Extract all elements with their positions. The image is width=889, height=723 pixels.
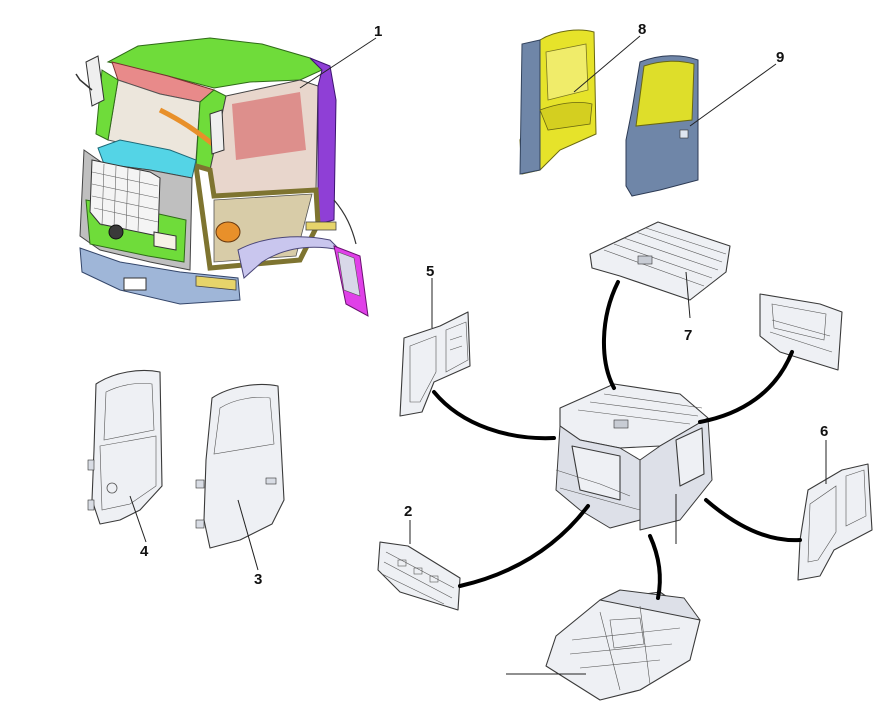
- callout-7: 7: [684, 327, 692, 344]
- callout-9: 9: [776, 49, 784, 66]
- side-mirror-left: [85, 55, 105, 107]
- brand-emblem-icon: [108, 224, 124, 240]
- front-bumper: [79, 247, 241, 305]
- side-mirror-arm: [75, 73, 93, 91]
- callout-numbers: 1 8 9 5 7 6 2 4 3: [140, 21, 828, 588]
- front-panel-part: [377, 541, 461, 611]
- bumper-step: [195, 275, 237, 291]
- arc-front-panel: [458, 504, 590, 588]
- door-inner-panel-yellow: [519, 29, 597, 175]
- mud-flap-bracket: [337, 251, 361, 297]
- rear-wall-panel: [759, 293, 843, 371]
- arc-left-side: [432, 390, 556, 441]
- front-fender: [237, 236, 342, 279]
- left-side-panel: [399, 311, 471, 417]
- callout-1: 1: [374, 23, 382, 40]
- leader-lines: [129, 35, 827, 675]
- door-outer-panel: [195, 383, 285, 549]
- step-plate: [305, 221, 337, 231]
- assembly-arcs: [432, 280, 802, 600]
- floor-assembly: [545, 589, 701, 701]
- rear-wiring: [333, 199, 357, 245]
- arc-right-side: [704, 498, 802, 543]
- roof-panel: [589, 221, 731, 301]
- door-outer-panel-blue: [625, 55, 699, 197]
- right-side-panel: [797, 463, 873, 581]
- arc-rear-wall: [698, 350, 794, 424]
- callout-3: 3: [254, 571, 262, 588]
- grille-grid: [91, 163, 159, 233]
- interior-orange-part: [215, 221, 241, 243]
- headlight-right: [153, 231, 177, 251]
- callout-2: 2: [404, 503, 412, 520]
- door-inner-panel: [87, 369, 163, 525]
- cab-assembly-colored: [75, 37, 369, 317]
- callout-6: 6: [820, 423, 828, 440]
- body-in-white: [555, 383, 713, 531]
- arc-roof: [601, 280, 620, 390]
- arc-floor: [648, 534, 662, 600]
- callout-8: 8: [638, 21, 646, 38]
- side-mirror-right: [209, 109, 225, 155]
- license-plate: [123, 277, 147, 291]
- callout-5: 5: [426, 263, 434, 280]
- callout-4: 4: [140, 543, 149, 560]
- rear-wall-red: [232, 92, 306, 160]
